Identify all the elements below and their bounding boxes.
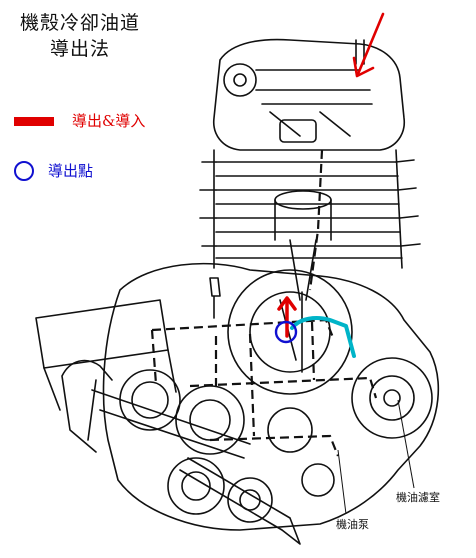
legend-blue-circle: [14, 161, 34, 181]
legend-label-export: 導出&導入: [72, 112, 146, 130]
gear-train: [87, 369, 335, 545]
red-arrow-up: [277, 296, 297, 338]
crankcase: [35, 262, 440, 531]
title-line-2: 導出法: [49, 38, 110, 60]
legend-label-point: 導出點: [48, 162, 94, 180]
oil-path-highlight: [290, 316, 356, 358]
cylinder-block: [199, 149, 421, 301]
oil-passages: [150, 149, 378, 457]
title-line-1: 機殼冷卻油道: [19, 12, 140, 34]
cylinder-head: [213, 38, 405, 151]
callout-filter-chamber: 機油濾室: [396, 491, 440, 504]
callout-oil-pump: 機油泵: [336, 518, 369, 531]
callout-leader-pump: [337, 449, 347, 515]
drive-chain: [61, 359, 113, 453]
export-point-circle: [274, 320, 298, 344]
red-arrow-top: [352, 12, 385, 78]
spark-plug: [209, 277, 221, 319]
legend-red-line: [14, 117, 54, 126]
callout-leader-filter: [397, 399, 415, 489]
